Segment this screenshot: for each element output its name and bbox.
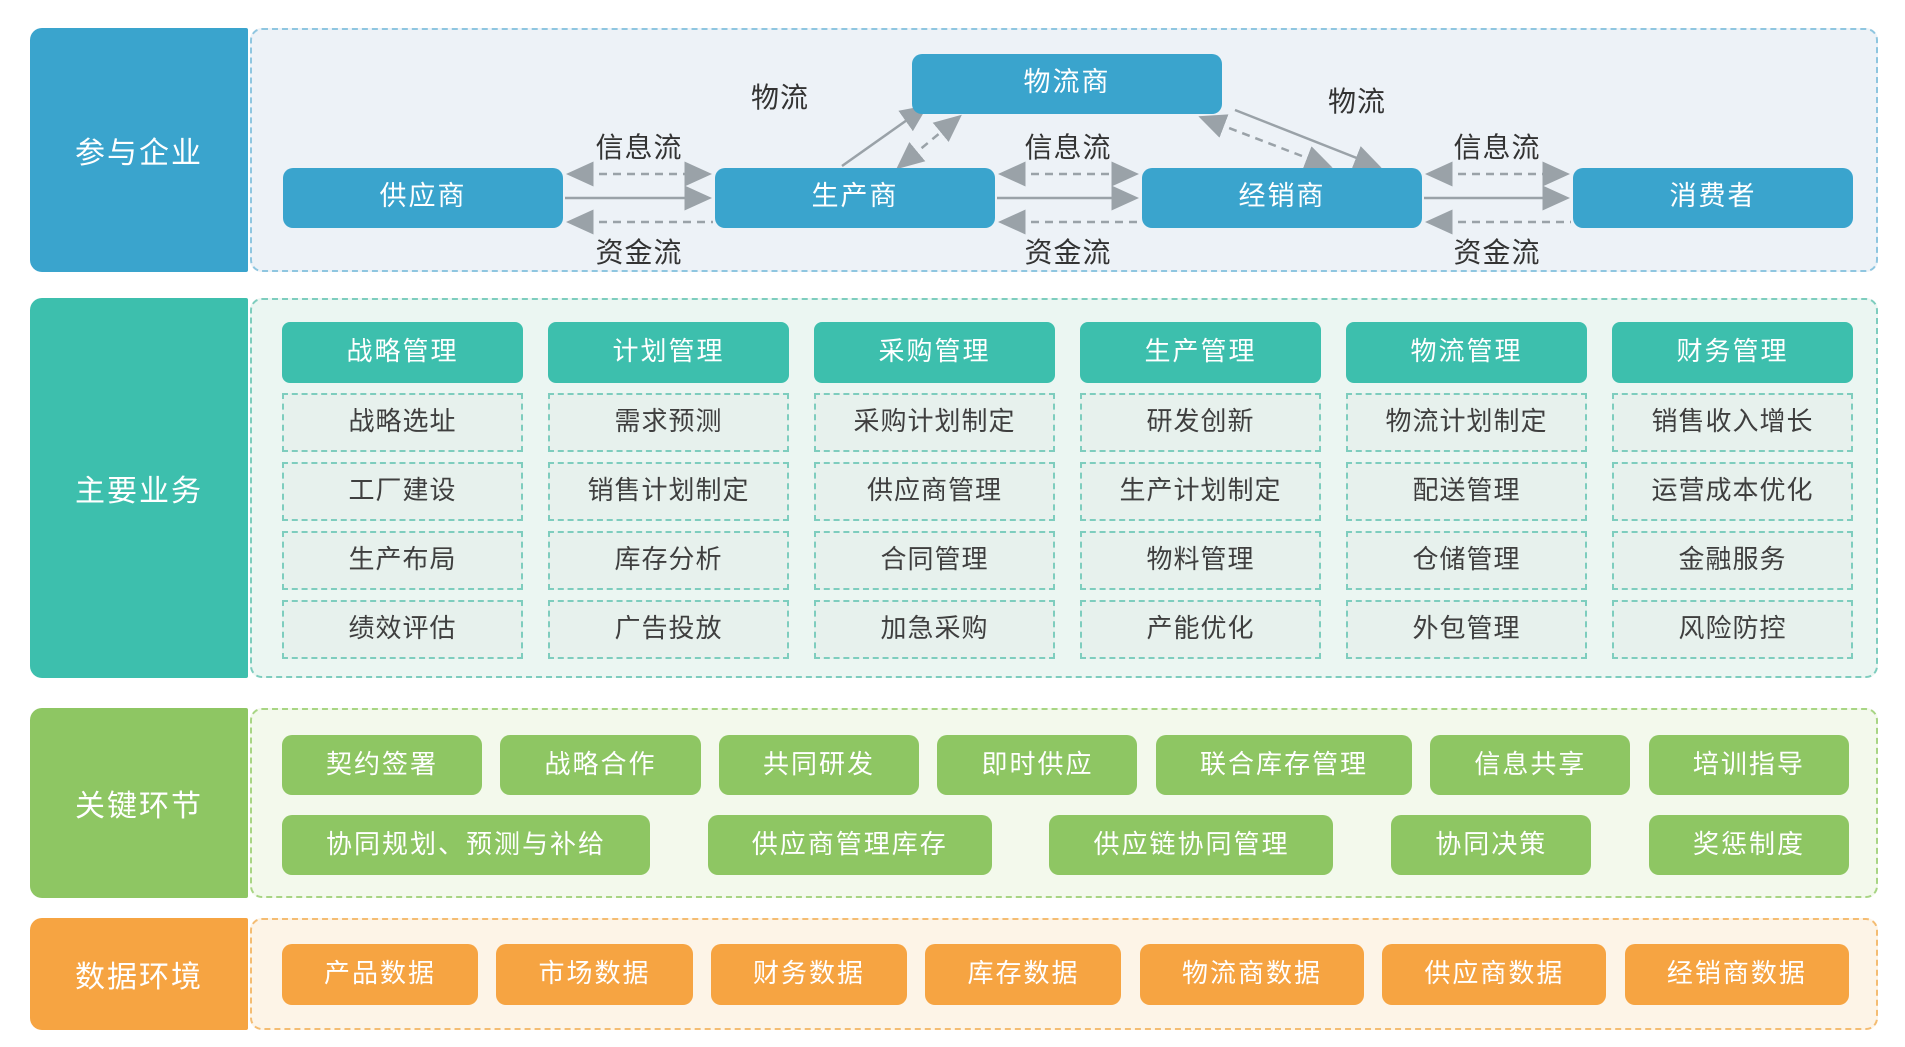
node-distributor: 经销商 (1142, 168, 1422, 228)
data-env-item: 库存数据 (925, 944, 1122, 1005)
business-item: 产能优化 (1080, 600, 1321, 659)
data-env-panel: 产品数据 市场数据 财务数据 库存数据 物流商数据 供应商数据 经销商数据 (250, 918, 1878, 1030)
section-label-data-env-text: 数据环境 (75, 960, 203, 995)
business-header: 生产管理 (1080, 322, 1321, 383)
key-links-row-2: 协同规划、预测与补给 供应商管理库存 供应链协同管理 协同决策 奖惩制度 (282, 815, 1849, 875)
business-grid: 战略管理 战略选址 工厂建设 生产布局 绩效评估 计划管理 需求预测 销售计划制… (282, 322, 1853, 659)
business-header: 财务管理 (1612, 322, 1853, 383)
business-column-logistics: 物流管理 物流计划制定 配送管理 仓储管理 外包管理 (1346, 322, 1587, 659)
business-item: 配送管理 (1346, 462, 1587, 521)
section-label-business-text: 主要业务 (75, 474, 203, 509)
business-item: 合同管理 (814, 531, 1055, 590)
business-item: 研发创新 (1080, 393, 1321, 452)
business-item: 需求预测 (548, 393, 789, 452)
section-label-data-env: 数据环境 (30, 918, 248, 1030)
key-link-item: 即时供应 (937, 735, 1138, 795)
node-producer: 生产商 (715, 168, 995, 228)
business-item: 销售计划制定 (548, 462, 789, 521)
arrow-group (565, 105, 1571, 235)
business-item: 战略选址 (282, 393, 523, 452)
flow-label-capital-3: 资金流 (1453, 236, 1541, 269)
key-link-item: 供应商管理库存 (707, 815, 992, 875)
business-column-strategy: 战略管理 战略选址 工厂建设 生产布局 绩效评估 (282, 322, 523, 659)
business-item: 库存分析 (548, 531, 789, 590)
node-logistics-provider: 物流商 (912, 54, 1222, 114)
business-item: 物流计划制定 (1346, 393, 1587, 452)
business-column-production: 生产管理 研发创新 生产计划制定 物料管理 产能优化 (1080, 322, 1321, 659)
key-link-item: 供应链协同管理 (1049, 815, 1334, 875)
business-header: 战略管理 (282, 322, 523, 383)
business-item: 仓储管理 (1346, 531, 1587, 590)
business-item: 运营成本优化 (1612, 462, 1853, 521)
business-header: 计划管理 (548, 322, 789, 383)
flow-label-info-2: 信息流 (1024, 131, 1112, 164)
data-env-item: 供应商数据 (1382, 944, 1607, 1005)
flow-label-logistics-left: 物流 (750, 81, 810, 114)
key-link-item: 联合库存管理 (1155, 735, 1412, 795)
key-link-item: 协同决策 (1391, 815, 1592, 875)
section-label-key-links-text: 关键环节 (75, 789, 203, 824)
data-env-item: 财务数据 (710, 944, 907, 1005)
business-item: 物料管理 (1080, 531, 1321, 590)
business-item: 风险防控 (1612, 600, 1853, 659)
data-env-item: 经销商数据 (1624, 944, 1849, 1005)
data-env-item: 物流商数据 (1139, 944, 1364, 1005)
business-panel: 战略管理 战略选址 工厂建设 生产布局 绩效评估 计划管理 需求预测 销售计划制… (250, 298, 1878, 678)
business-item: 采购计划制定 (814, 393, 1055, 452)
key-link-item: 培训指导 (1648, 735, 1849, 795)
section-label-key-links: 关键环节 (30, 708, 248, 898)
flow-label-capital-1: 资金流 (595, 236, 683, 269)
business-column-planning: 计划管理 需求预测 销售计划制定 库存分析 广告投放 (548, 322, 789, 659)
key-link-item: 契约签署 (282, 735, 483, 795)
data-env-item: 市场数据 (496, 944, 693, 1005)
business-column-finance: 财务管理 销售收入增长 运营成本优化 金融服务 风险防控 (1612, 322, 1853, 659)
business-item: 销售收入增长 (1612, 393, 1853, 452)
business-item: 金融服务 (1612, 531, 1853, 590)
flow-label-capital-2: 资金流 (1024, 236, 1112, 269)
key-link-item: 共同研发 (718, 735, 919, 795)
business-item: 广告投放 (548, 600, 789, 659)
business-header: 采购管理 (814, 322, 1055, 383)
data-env-row: 产品数据 市场数据 财务数据 库存数据 物流商数据 供应商数据 经销商数据 (282, 944, 1849, 1005)
business-item: 工厂建设 (282, 462, 523, 521)
section-label-participants-text: 参与企业 (75, 136, 203, 171)
key-links-row-1: 契约签署 战略合作 共同研发 即时供应 联合库存管理 信息共享 培训指导 (282, 735, 1849, 795)
business-item: 加急采购 (814, 600, 1055, 659)
business-column-procurement: 采购管理 采购计划制定 供应商管理 合同管理 加急采购 (814, 322, 1055, 659)
key-link-item: 战略合作 (500, 735, 701, 795)
key-links-panel: 契约签署 战略合作 共同研发 即时供应 联合库存管理 信息共享 培训指导 协同规… (250, 708, 1878, 898)
business-item: 生产布局 (282, 531, 523, 590)
business-item: 生产计划制定 (1080, 462, 1321, 521)
node-consumer: 消费者 (1573, 168, 1853, 228)
flow-arrows (565, 105, 1571, 235)
key-link-item: 奖惩制度 (1648, 815, 1849, 875)
section-label-business: 主要业务 (30, 298, 248, 678)
node-supplier: 供应商 (283, 168, 563, 228)
flow-label-info-1: 信息流 (595, 131, 683, 164)
business-item: 供应商管理 (814, 462, 1055, 521)
business-header: 物流管理 (1346, 322, 1587, 383)
data-env-item: 产品数据 (282, 944, 479, 1005)
business-item: 外包管理 (1346, 600, 1587, 659)
section-label-participants: 参与企业 (30, 28, 248, 272)
business-item: 绩效评估 (282, 600, 523, 659)
key-link-item: 协同规划、预测与补给 (282, 815, 651, 875)
participants-panel: 物流商 供应商 生产商 经销商 消费者 物流 物流 信息流 信息流 信息流 资金… (250, 28, 1878, 272)
flow-label-logistics-right: 物流 (1327, 85, 1387, 118)
key-link-item: 信息共享 (1430, 735, 1631, 795)
flow-label-info-3: 信息流 (1453, 131, 1541, 164)
